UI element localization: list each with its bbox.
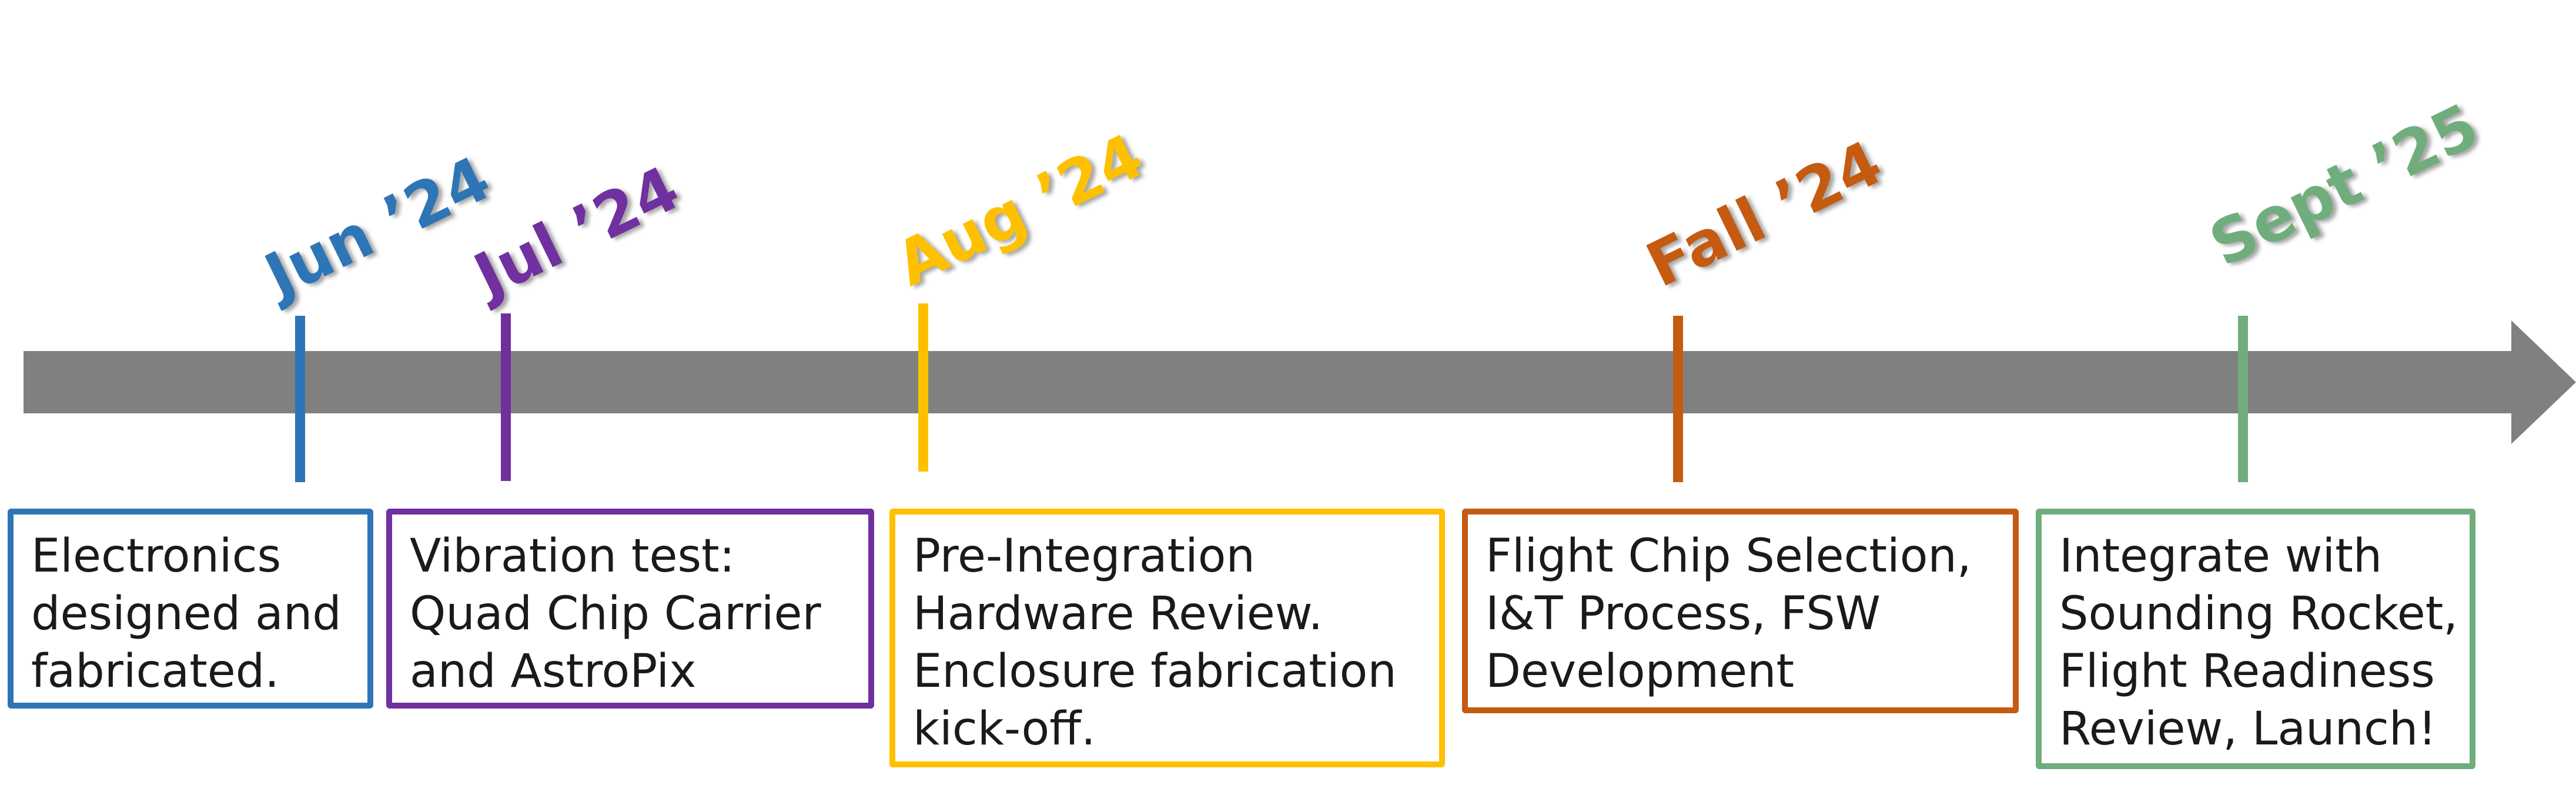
event-text-line: Quad Chip Carrier <box>410 587 821 640</box>
event-text-line: Enclosure fabrication <box>913 645 1397 698</box>
event-text-line: fabricated. <box>31 645 280 698</box>
event-box-jul-24: Vibration test: Quad Chip Carrier and As… <box>386 509 874 709</box>
event-text-line: Pre-Integration <box>913 530 1255 583</box>
milestone-tick-fall-24 <box>1673 316 1683 482</box>
event-text-line: kick-off. <box>913 703 1096 756</box>
event-text-line: Flight Chip Selection, <box>1486 530 1972 583</box>
event-box-sept-25: Integrate with Sounding Rocket, Flight R… <box>2036 509 2475 769</box>
event-text-line: Vibration test: <box>410 530 735 583</box>
event-box-aug-24: Pre-Integration Hardware Review. Enclosu… <box>889 509 1445 767</box>
event-text-line: Electronics <box>31 530 282 583</box>
event-text-line: Review, Launch! <box>2059 703 2437 756</box>
event-text-line: Development <box>1486 645 1795 698</box>
event-text-line: Flight Readiness <box>2059 645 2435 698</box>
milestone-tick-jul-24 <box>501 313 511 481</box>
event-box-fall-24: Flight Chip Selection, I&T Process, FSW … <box>1462 509 2019 713</box>
event-text-line: Sounding Rocket, <box>2059 587 2458 640</box>
event-text-line: and AstroPix <box>410 645 697 698</box>
event-text-line: Hardware Review. <box>913 587 1323 640</box>
milestone-tick-aug-24 <box>918 303 928 472</box>
event-text-line: Integrate with <box>2059 530 2383 583</box>
event-text-line: I&T Process, FSW <box>1486 587 1881 640</box>
milestone-tick-jun-24 <box>295 316 305 482</box>
event-text-line: designed and <box>31 587 342 640</box>
milestone-tick-sept-25 <box>2238 316 2248 482</box>
event-box-jun-24: Electronics designed and fabricated. <box>8 509 373 709</box>
